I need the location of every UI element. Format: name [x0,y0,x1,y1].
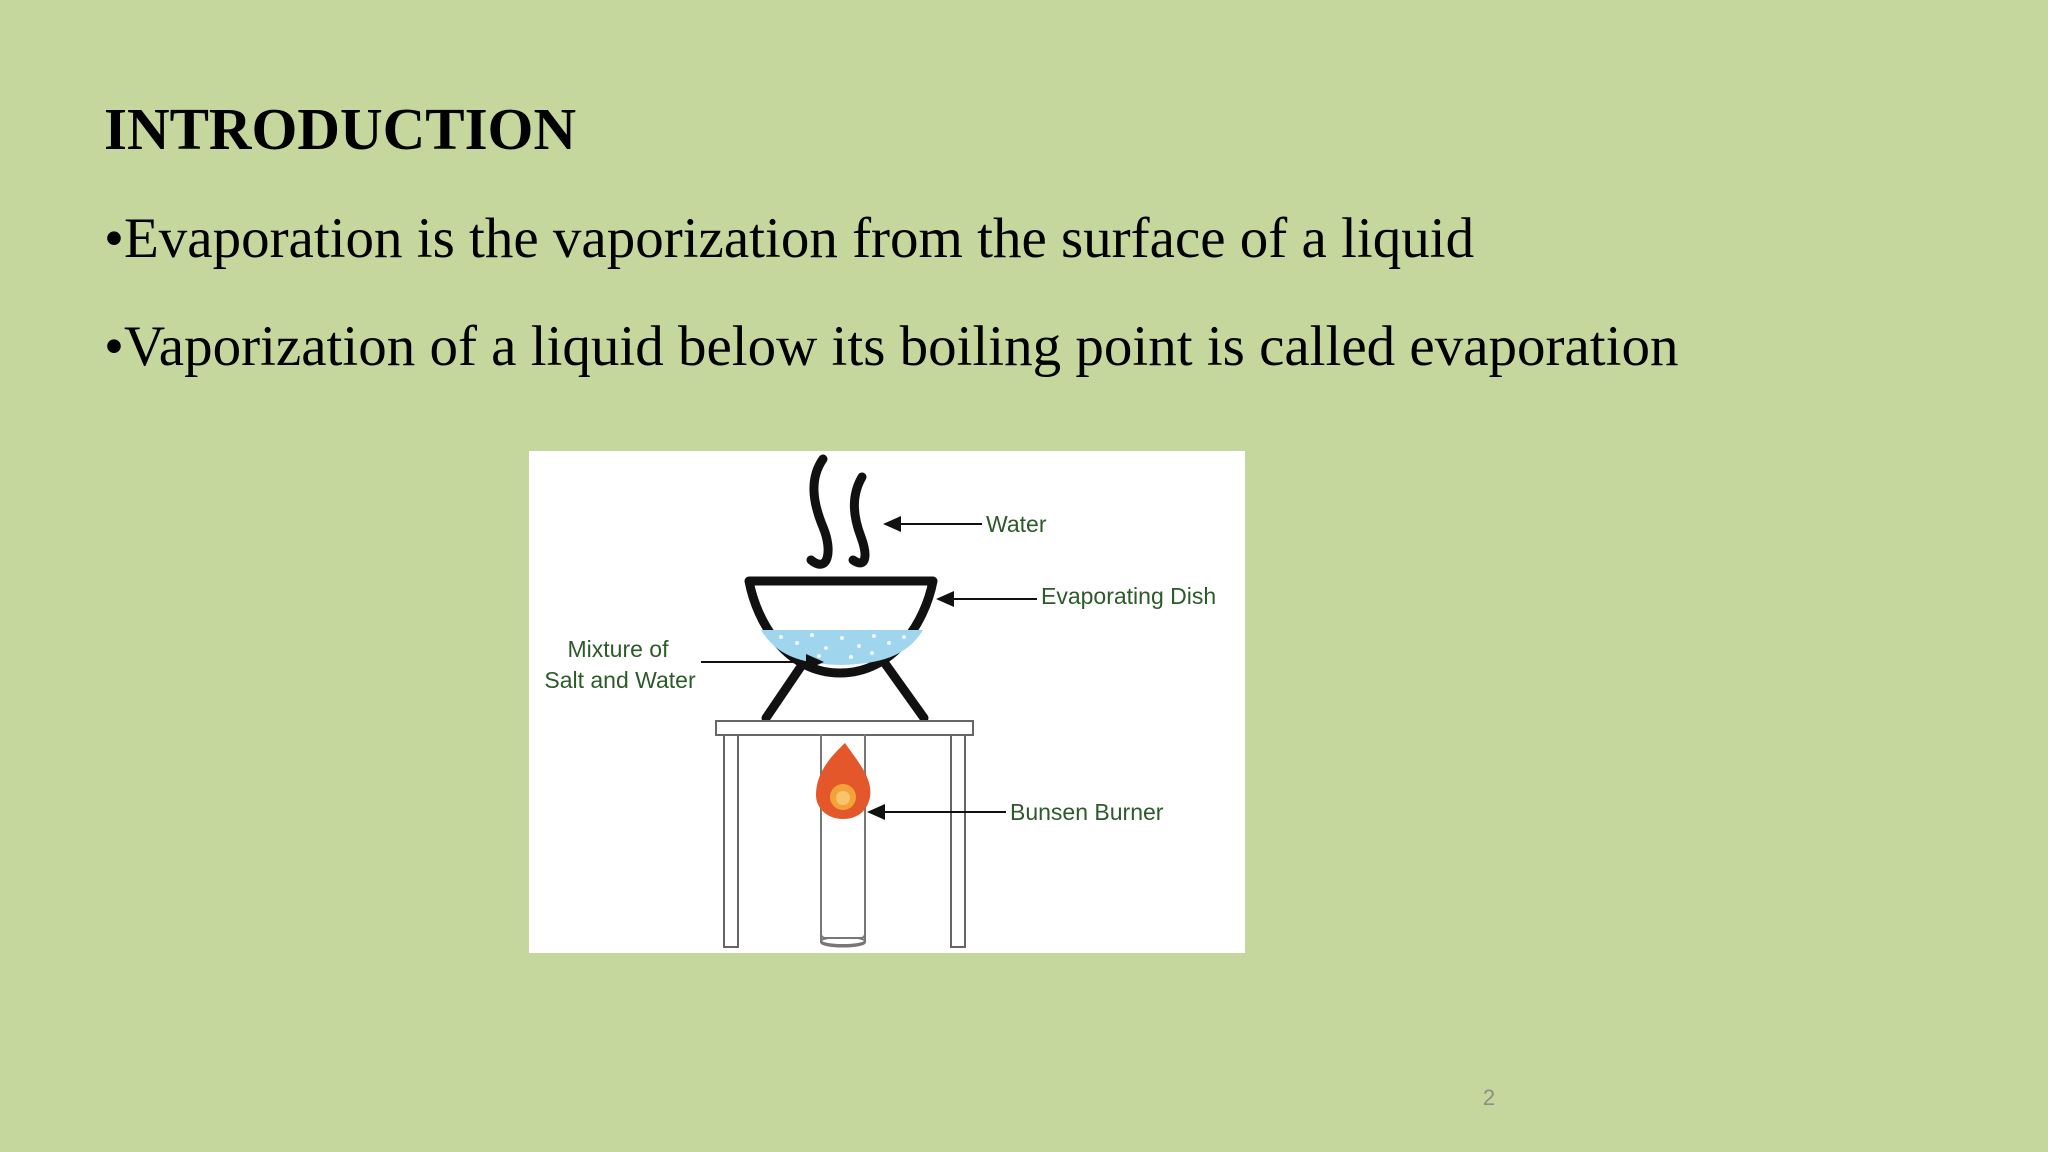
label-mixture-line1: Mixture of [568,636,670,662]
bullet-list: •Evaporation is the vaporization from th… [104,210,1678,426]
dish-stand-icon [761,657,929,723]
evaporation-diagram-svg: Water Evaporating Dish Mixture of Salt a… [544,454,1216,948]
evaporation-diagram: Water Evaporating Dish Mixture of Salt a… [529,451,1245,953]
page-number: 2 [1482,1085,1496,1110]
label-bunsen-burner: Bunsen Burner [1010,799,1164,825]
label-water: Water [986,511,1047,537]
bunsen-burner-icon [816,734,871,948]
flame-icon [816,743,871,819]
steam-icon [806,454,870,569]
bullet-evaporation-definition: •Evaporation is the vaporization from th… [104,207,1475,270]
bullet-vaporization-below-boiling: •Vaporization of a liquid below its boil… [104,315,1679,378]
tripod-table-icon [715,720,974,948]
salt-water-liquid [761,630,923,665]
label-evaporating-dish: Evaporating Dish [1041,583,1216,609]
evaporating-dish-icon [744,576,938,678]
slide-title: INTRODUCTION [104,96,577,162]
label-mixture-line2: Salt and Water [544,667,696,693]
